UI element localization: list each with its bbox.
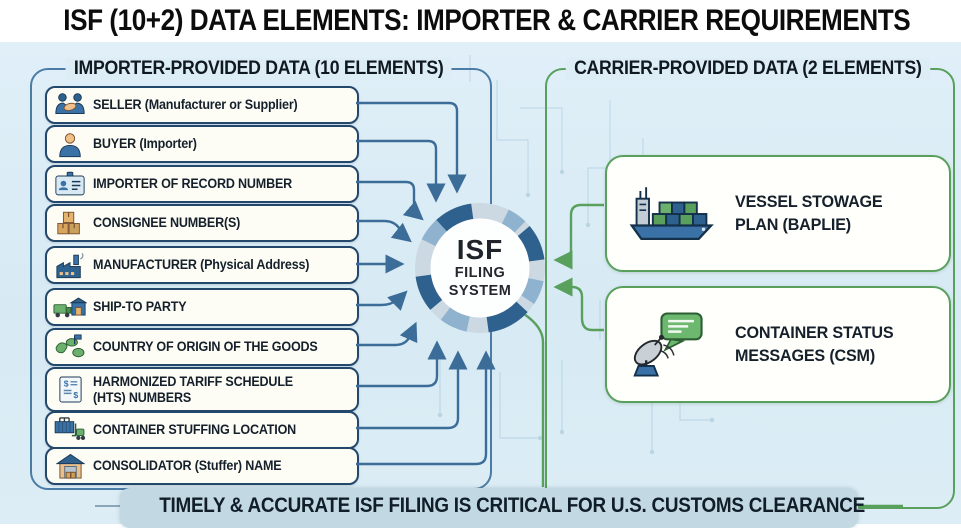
world-map-icon: [47, 334, 93, 360]
carrier-item-label: VESSEL STOWAGE PLAN (BAPLIE): [735, 192, 883, 234]
hub-ring-icon: [415, 203, 545, 333]
tariff-document-icon: $ $: [47, 375, 93, 404]
svg-text:$: $: [63, 379, 68, 389]
importer-item-label: IMPORTER OF RECORD NUMBER: [93, 176, 293, 192]
id-card-icon: [47, 171, 93, 198]
boxes-icon: [47, 210, 93, 237]
carrier-item-vessel-stowage: VESSEL STOWAGE PLAN (BAPLIE): [605, 155, 951, 272]
importer-item-label: CONSOLIDATOR (Stuffer) NAME: [93, 458, 282, 474]
hub-label-line1: ISF: [456, 233, 504, 265]
footer-banner: TIMELY & ACCURATE ISF FILING IS CRITICAL…: [120, 488, 865, 528]
importer-item-label: CONTAINER STUFFING LOCATION: [93, 422, 297, 438]
importer-panel-header: IMPORTER-PROVIDED DATA (10 ELEMENTS): [30, 58, 488, 80]
importer-item-ship-to-party: SHIP-TO PARTY: [45, 288, 359, 326]
cargo-ship-icon: [607, 183, 735, 245]
importer-item-label: BUYER (Importer): [93, 136, 197, 152]
importer-item-manufacturer: MANUFACTURER (Physical Address): [45, 246, 359, 284]
importer-item-label: CONSIGNEE NUMBER(S): [93, 215, 241, 231]
handshake-icon: [47, 92, 93, 118]
factory-icon: [47, 252, 93, 279]
satellite-dish-icon: [607, 310, 735, 380]
page-title: ISF (10+2) DATA ELEMENTS: IMPORTER & CAR…: [63, 4, 911, 37]
svg-text:$: $: [73, 390, 78, 400]
person-icon: [47, 131, 93, 158]
container-forklift-icon: [47, 417, 93, 443]
importer-item-country-of-origin: COUNTRY OF ORIGIN OF THE GOODS: [45, 328, 359, 366]
carrier-item-container-status: CONTAINER STATUS MESSAGES (CSM): [605, 286, 951, 403]
hub-label-line3: SYSTEM: [448, 283, 512, 299]
importer-item-label: MANUFACTURER (Physical Address): [93, 257, 310, 273]
importer-item-label: HARMONIZED TARIFF SCHEDULE (HTS) NUMBERS: [93, 374, 293, 405]
carrier-item-label: CONTAINER STATUS MESSAGES (CSM): [735, 323, 894, 365]
importer-item-label: SHIP-TO PARTY: [93, 299, 187, 315]
isf-filing-system-hub: ISF FILING SYSTEM: [410, 198, 550, 338]
importer-item-label: COUNTRY OF ORIGIN OF THE GOODS: [93, 339, 318, 355]
importer-item-container-stuffing: CONTAINER STUFFING LOCATION: [45, 411, 359, 449]
warehouse-icon: [47, 453, 93, 480]
importer-item-consignee: CONSIGNEE NUMBER(S): [45, 204, 359, 242]
importer-item-importer-of-record: IMPORTER OF RECORD NUMBER: [45, 165, 359, 203]
importer-item-consolidator: CONSOLIDATOR (Stuffer) NAME: [45, 447, 359, 485]
truck-warehouse-icon: [47, 295, 93, 320]
importer-item-hts-numbers: $ $ HARMONIZED TARIFF SCHEDULE (HTS) NUM…: [45, 367, 359, 412]
carrier-panel-header: CARRIER-PROVIDED DATA (2 ELEMENTS): [545, 58, 951, 80]
importer-item-label: SELLER (Manufacturer or Supplier): [93, 97, 298, 113]
importer-item-buyer: BUYER (Importer): [45, 125, 359, 163]
hub-label-line2: FILING: [454, 264, 506, 281]
importer-item-seller: SELLER (Manufacturer or Supplier): [45, 86, 359, 124]
